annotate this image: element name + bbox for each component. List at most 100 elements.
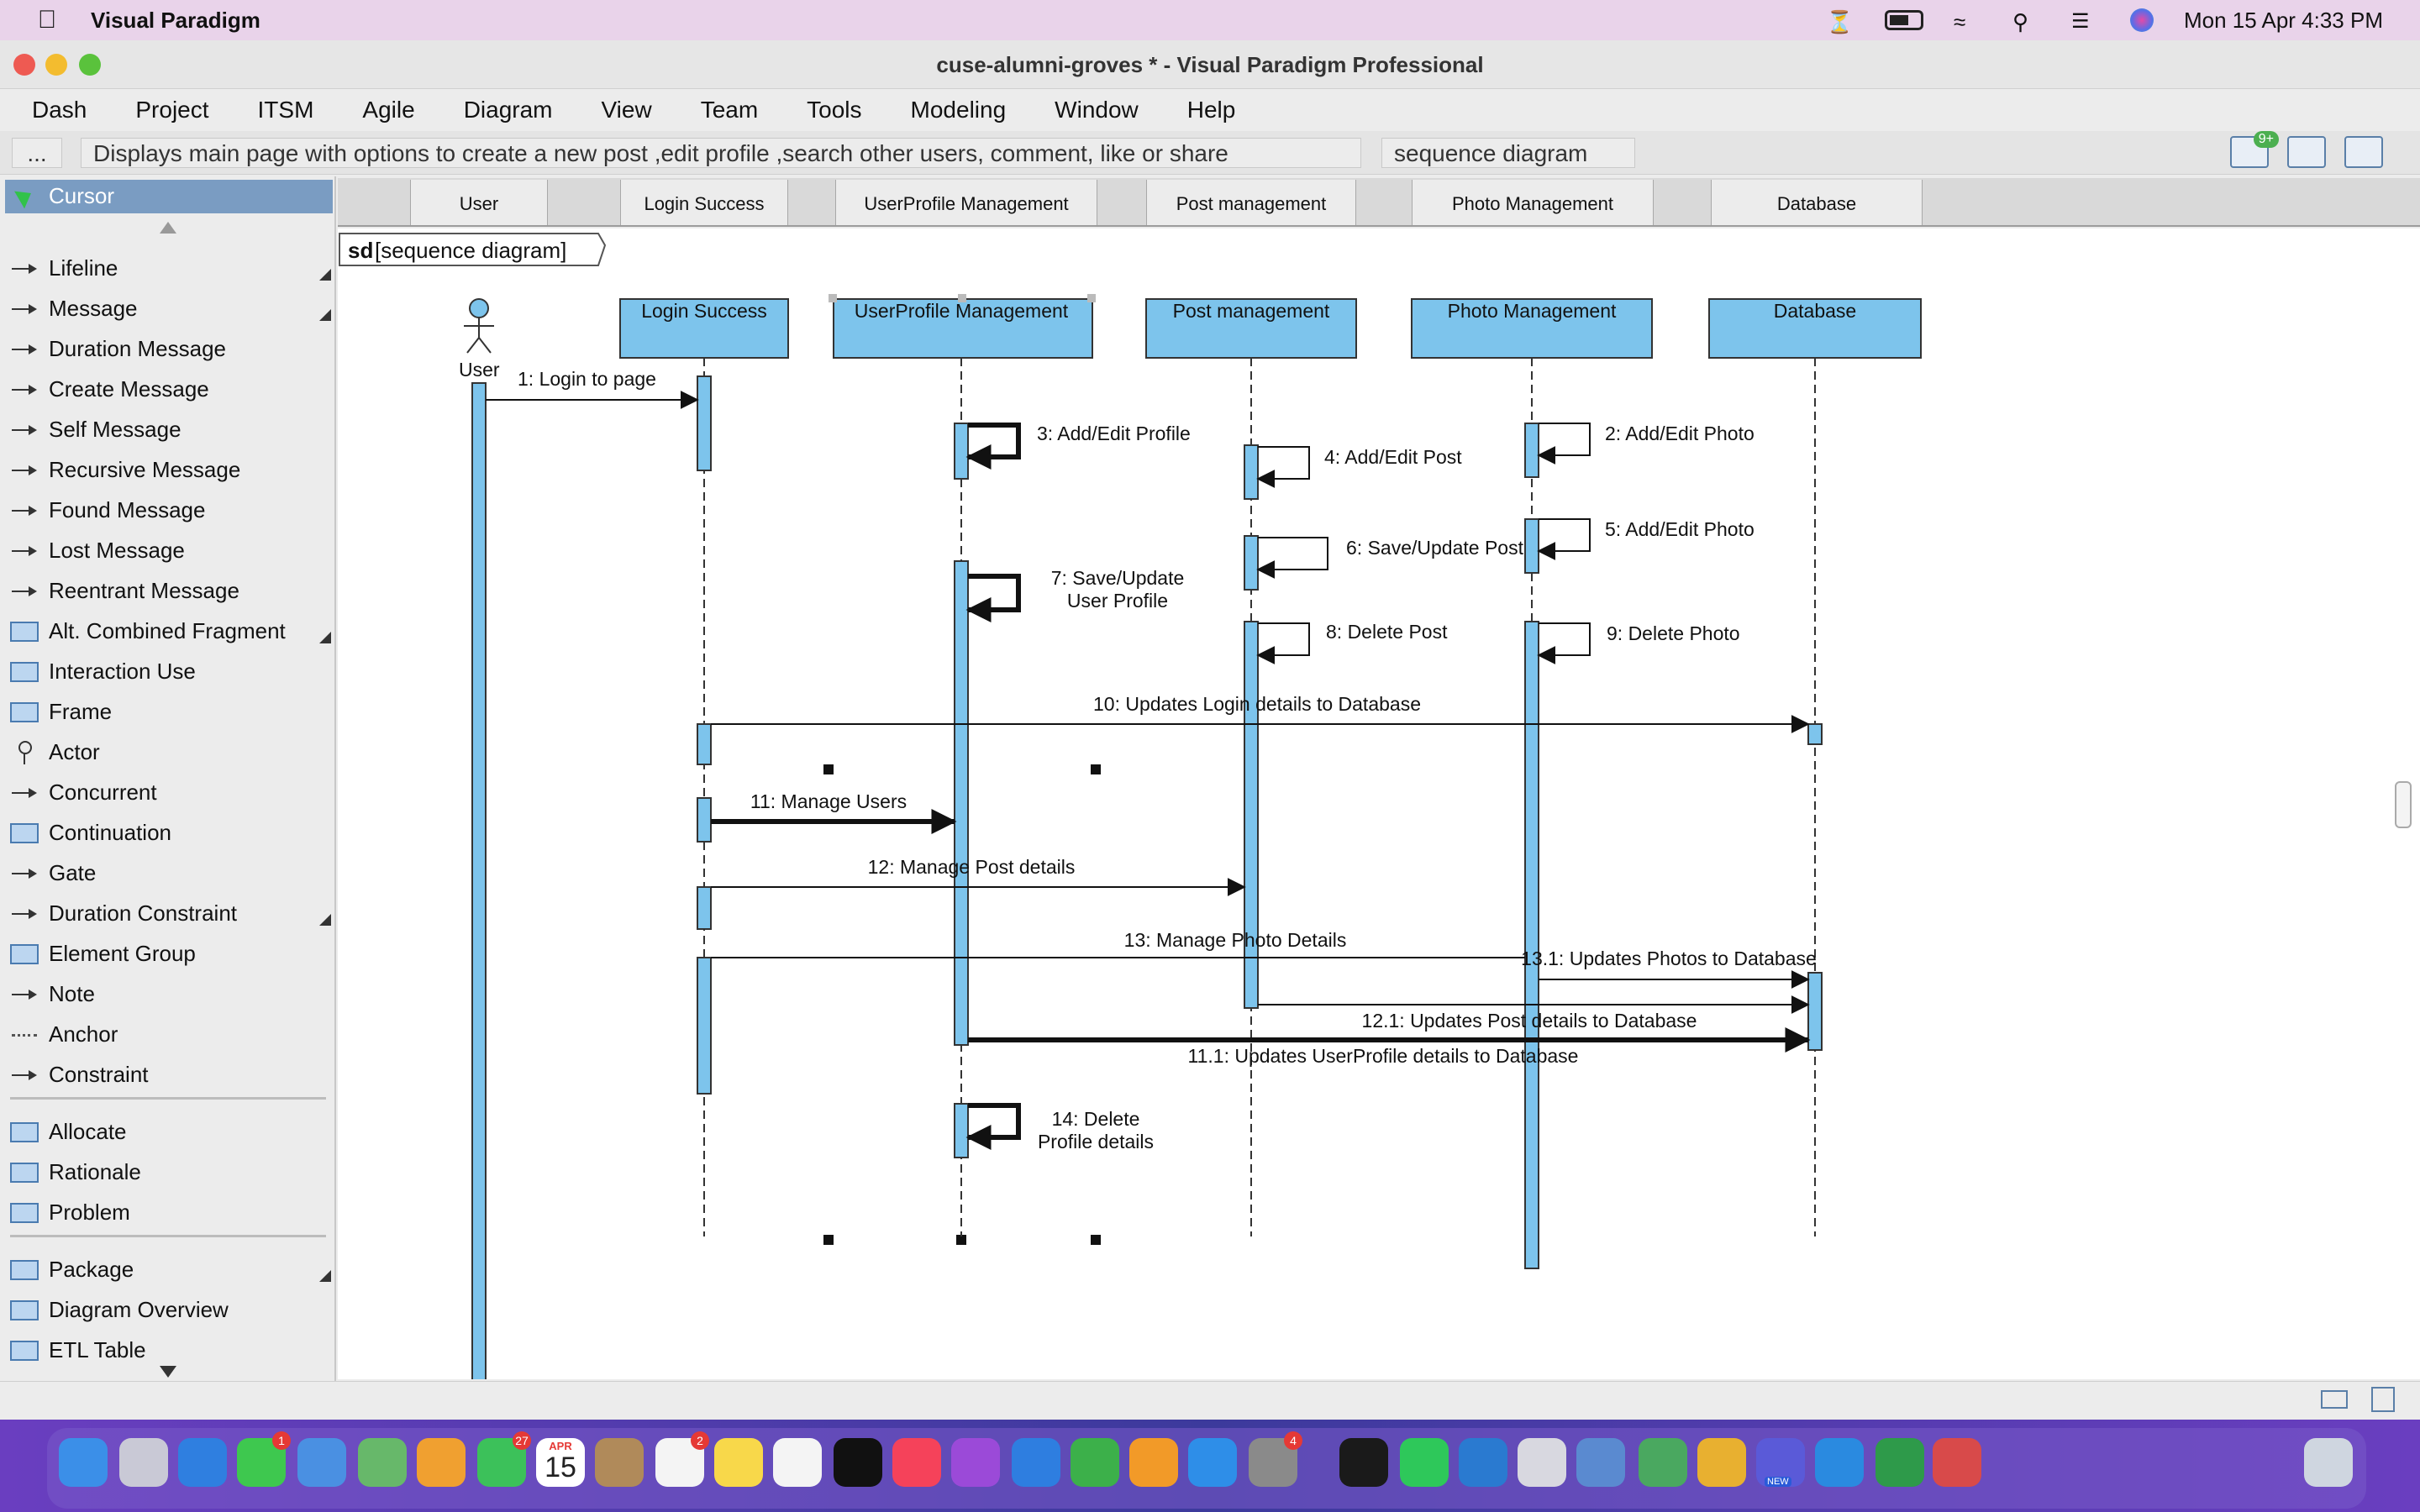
zoom-window-button[interactable]	[79, 54, 101, 76]
fit-diagram-icon[interactable]	[2287, 136, 2326, 168]
menu-tools[interactable]: Tools	[807, 97, 862, 123]
activation-photo-1[interactable]	[1524, 423, 1539, 478]
diamond-app-icon[interactable]	[1933, 1438, 1981, 1487]
expand-triangle-icon[interactable]	[319, 1270, 331, 1282]
frame-label[interactable]: sd [sequence diagram]	[339, 233, 607, 266]
message-4[interactable]: 4: Add/Edit Post	[1256, 446, 1462, 488]
palette-item-element-group[interactable]: Element Group	[0, 936, 336, 973]
activation-login-2[interactable]	[697, 723, 712, 765]
notification-icon[interactable]: 9+	[2230, 131, 2279, 168]
menu-modeling[interactable]: Modeling	[910, 97, 1007, 123]
message-12-1[interactable]: 12.1: Updates Post details to Database	[1258, 995, 1810, 1032]
message-12[interactable]: 12: Manage Post details	[711, 856, 1246, 896]
terminal-icon[interactable]	[1339, 1438, 1388, 1487]
message-10[interactable]: 10: Updates Login details to Database	[711, 693, 1810, 733]
expand-triangle-icon[interactable]	[319, 309, 331, 321]
expand-triangle-icon[interactable]	[319, 269, 331, 281]
palette-item-gate[interactable]: Gate	[0, 855, 336, 892]
palette-item-recursive-message[interactable]: Recursive Message	[0, 452, 336, 489]
music-icon[interactable]	[892, 1438, 941, 1487]
minimize-window-button[interactable]	[45, 54, 67, 76]
lane-header-user[interactable]: User	[410, 180, 548, 225]
menu-agile[interactable]: Agile	[362, 97, 415, 123]
menu-dash[interactable]: Dash	[32, 97, 87, 123]
palette-item-lost-message[interactable]: Lost Message	[0, 533, 336, 570]
activation-profile-1[interactable]	[954, 423, 969, 480]
podcasts-icon[interactable]	[951, 1438, 1000, 1487]
activation-post-3[interactable]	[1244, 621, 1259, 1009]
lane-header-database[interactable]: Database	[1711, 180, 1923, 225]
launchpad-icon[interactable]	[119, 1438, 168, 1487]
activation-photo-3[interactable]	[1524, 621, 1539, 1269]
lifeline-database[interactable]: Database	[1708, 298, 1922, 359]
activation-post-1[interactable]	[1244, 444, 1259, 500]
message-2[interactable]: 2: Add/Edit Photo	[1537, 423, 1754, 465]
palette-cursor[interactable]: Cursor	[5, 180, 333, 213]
palette-item-reentrant-message[interactable]: Reentrant Message	[0, 573, 336, 610]
palette-item-frame[interactable]: Frame	[0, 694, 336, 731]
activation-post-2[interactable]	[1244, 535, 1259, 591]
menu-help[interactable]: Help	[1186, 97, 1236, 123]
palette-item-rationale[interactable]: Rationale	[0, 1154, 336, 1191]
message-11[interactable]: 11: Manage Users	[711, 790, 957, 834]
close-window-button[interactable]	[13, 54, 35, 76]
message-11-1[interactable]: 11.1: Updates UserProfile details to Dat…	[968, 1027, 1811, 1067]
palette-item-message[interactable]: Message	[0, 291, 336, 328]
activation-login-1[interactable]	[697, 375, 712, 471]
wifi-icon[interactable]: ≈	[1953, 9, 1966, 34]
palette-item-duration-message[interactable]: Duration Message	[0, 331, 336, 368]
palette-item-self-message[interactable]: Self Message	[0, 412, 336, 449]
message-1[interactable]: 1: Login to page	[486, 368, 699, 409]
palette-item-duration-constraint[interactable]: Duration Constraint	[0, 895, 336, 932]
menu-team[interactable]: Team	[700, 97, 759, 123]
activation-profile-2[interactable]	[954, 560, 969, 1046]
menu-view[interactable]: View	[601, 97, 652, 123]
palette-item-create-message[interactable]: Create Message	[0, 371, 336, 408]
palette-item-lifeline[interactable]: Lifeline	[0, 250, 336, 287]
menubar-clock[interactable]: Mon 15 Apr 4:33 PM	[2183, 7, 2383, 33]
message-3[interactable]: 3: Add/Edit Profile	[965, 423, 1191, 470]
palette-item-diagram-overview[interactable]: Diagram Overview	[0, 1292, 336, 1329]
palette-item-alt-combined-fragment[interactable]: Alt. Combined Fragment	[0, 613, 336, 650]
palette-item-allocate[interactable]: Allocate	[0, 1114, 336, 1151]
expand-triangle-icon[interactable]	[319, 914, 331, 926]
activation-login-3[interactable]	[697, 797, 712, 843]
lifeline-post-management[interactable]: Post management	[1145, 298, 1357, 359]
siri-icon[interactable]	[2129, 8, 2154, 32]
palette-item-constraint[interactable]: Constraint	[0, 1057, 336, 1094]
activation-login-5[interactable]	[697, 957, 712, 1095]
palette-item-concurrent[interactable]: Concurrent	[0, 774, 336, 811]
spotlight-search-icon[interactable]: ⚲	[2012, 9, 2029, 34]
vscode-icon[interactable]	[1459, 1438, 1507, 1487]
breadcrumb-more[interactable]: ...	[12, 138, 62, 168]
apple-tv-icon[interactable]	[834, 1438, 882, 1487]
palette-item-found-message[interactable]: Found Message	[0, 492, 336, 529]
menu-itsm[interactable]: ITSM	[257, 97, 314, 123]
activation-database-1[interactable]	[1807, 723, 1823, 745]
visual-paradigm-icon[interactable]	[1518, 1438, 1566, 1487]
lifeline-login-success[interactable]: Login Success	[619, 298, 789, 359]
message-14[interactable]: 14: Delete Profile details	[965, 1103, 1154, 1152]
safari-icon[interactable]	[178, 1438, 227, 1487]
freeform-icon[interactable]	[773, 1438, 822, 1487]
activation-photo-2[interactable]	[1524, 518, 1539, 574]
trash-icon[interactable]	[2304, 1438, 2353, 1487]
selection-handles[interactable]	[823, 294, 1101, 1245]
menubar-app-name[interactable]: Visual Paradigm	[91, 7, 260, 33]
activation-profile-3[interactable]	[954, 1103, 969, 1158]
breadcrumb-current[interactable]: sequence diagram	[1381, 138, 1635, 168]
palette-item-problem[interactable]: Problem	[0, 1194, 336, 1231]
menu-project[interactable]: Project	[135, 97, 209, 123]
numbers-icon[interactable]	[1071, 1438, 1119, 1487]
messages-icon[interactable]: 1	[237, 1431, 291, 1487]
document-icon[interactable]	[2371, 1387, 2395, 1412]
apple-icon[interactable]: 	[32, 6, 62, 34]
palette-item-actor[interactable]: Actor	[0, 734, 336, 771]
message-7[interactable]: 7: Save/Update User Profile	[965, 567, 1184, 622]
battery-icon[interactable]	[1884, 10, 1923, 30]
palette-scroll-down[interactable]	[160, 1366, 176, 1378]
message-5[interactable]: 5: Add/Edit Photo	[1537, 518, 1754, 560]
lane-header-post-management[interactable]: Post management	[1146, 180, 1356, 225]
system-settings-icon[interactable]: 4	[1249, 1431, 1302, 1487]
